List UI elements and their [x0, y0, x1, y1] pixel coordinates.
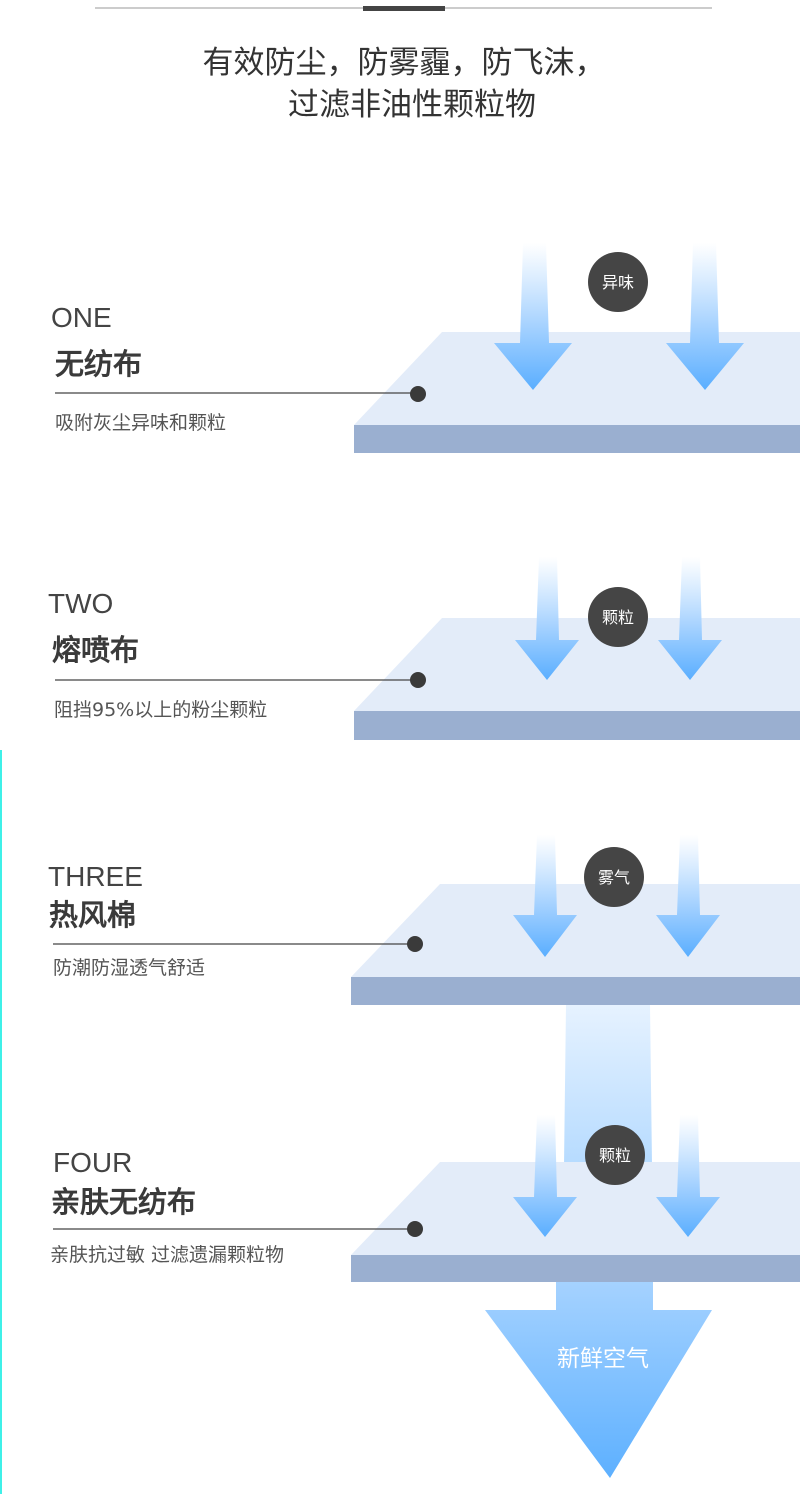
layer-name: 热风棉 — [49, 898, 136, 932]
layer-face — [351, 884, 800, 977]
arrow-down-icon — [656, 1115, 720, 1237]
leader-dot — [407, 936, 423, 952]
badge — [588, 587, 648, 647]
layer-slab — [354, 425, 800, 453]
arrow-down-icon — [658, 557, 722, 680]
layer-description: 亲肤抗过敏 过滤遗漏颗粒物 — [50, 1244, 284, 1266]
layer-slab — [354, 711, 800, 740]
headline-line-2: 过滤非油性颗粒物 — [288, 87, 536, 123]
badge — [584, 847, 644, 907]
layer-name: 熔喷布 — [52, 633, 139, 667]
leader-dot — [410, 386, 426, 402]
layer-description: 吸附灰尘异味和颗粒 — [55, 412, 226, 434]
airflow-beam — [564, 1005, 652, 1165]
badge-label: 颗粒 — [599, 1146, 631, 1165]
badge — [588, 252, 648, 312]
layer-slab — [351, 1255, 800, 1282]
badge-label: 雾气 — [598, 868, 630, 887]
headline-line-1: 有效防尘，防雾霾，防飞沫， — [203, 45, 606, 81]
leader-dot — [407, 1221, 423, 1237]
layer-one: 异味 ONE 无纺布 吸附灰尘异味和颗粒 — [51, 243, 800, 453]
layer-face — [354, 618, 800, 711]
layer-name: 无纺布 — [55, 347, 142, 381]
arrow-down-icon — [513, 835, 577, 957]
fresh-air-arrow-icon — [485, 1282, 712, 1478]
header: 有效防尘，防雾霾，防飞沫， 过滤非油性颗粒物 — [95, 6, 712, 123]
leader-dot — [410, 672, 426, 688]
arrow-down-icon — [666, 243, 744, 390]
fresh-air-label: 新鲜空气 — [557, 1346, 649, 1372]
badge-label: 异味 — [602, 273, 634, 292]
layer-three: 雾气 THREE 热风棉 防潮防湿透气舒适 — [48, 835, 800, 1005]
layer-name: 亲肤无纺布 — [51, 1185, 196, 1219]
layer-number: THREE — [48, 861, 143, 892]
arrow-down-icon — [515, 557, 579, 680]
layer-number: FOUR — [53, 1147, 132, 1178]
layer-number: ONE — [51, 302, 112, 333]
layer-description: 防潮防湿透气舒适 — [53, 957, 205, 979]
layer-two: 颗粒 TWO 熔喷布 阻挡95%以上的粉尘颗粒 — [48, 557, 800, 740]
badge — [585, 1125, 645, 1185]
layer-slab — [351, 977, 800, 1005]
arrow-down-icon — [513, 1115, 577, 1237]
badge-label: 颗粒 — [602, 608, 634, 627]
divider-accent — [363, 6, 445, 11]
layer-face — [351, 1162, 800, 1255]
arrow-down-icon — [656, 835, 720, 957]
layer-description: 阻挡95%以上的粉尘颗粒 — [54, 699, 267, 721]
layer-four: 颗粒 FOUR 亲肤无纺布 亲肤抗过敏 过滤遗漏颗粒物 — [50, 1115, 800, 1282]
layer-number: TWO — [48, 588, 113, 619]
arrow-down-icon — [494, 243, 572, 390]
